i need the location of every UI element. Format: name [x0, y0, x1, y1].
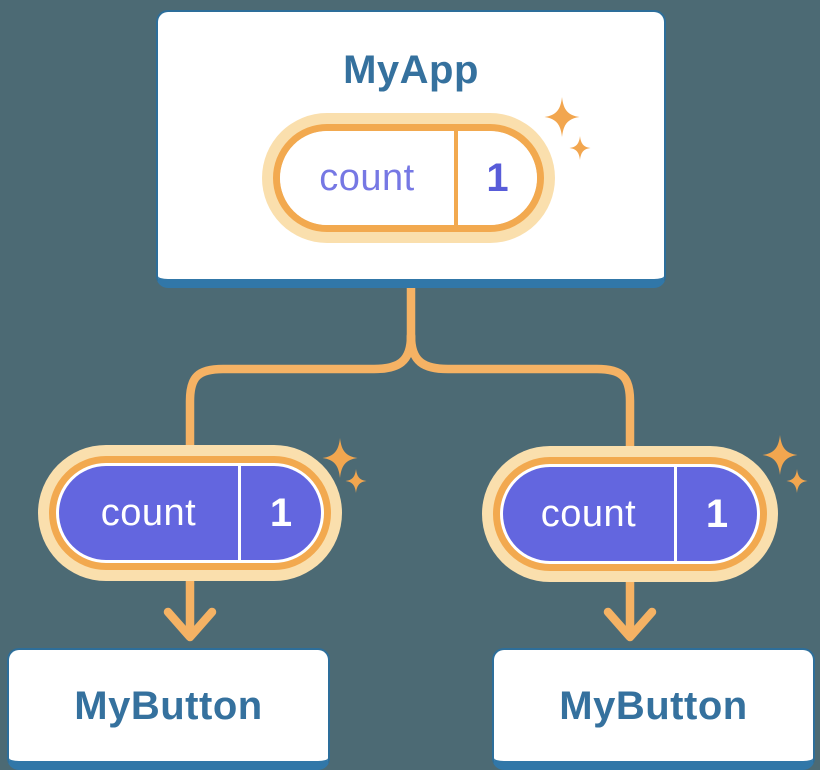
sparkle-icon [345, 469, 367, 493]
component-title: MyButton [74, 683, 263, 728]
mybutton-card-left: MyButton [7, 648, 330, 770]
state-pill-core: count 1 [273, 124, 544, 232]
pill-value: 1 [454, 131, 537, 225]
arrow-down-icon [163, 607, 217, 642]
sparkle-icon [786, 469, 808, 493]
pill-value: 1 [238, 466, 321, 560]
mybutton-card-right: MyButton [492, 648, 815, 770]
component-title: MyButton [559, 683, 748, 728]
props-pill-right: count 1 [482, 446, 778, 582]
sparkle-icon [762, 435, 798, 475]
props-pill-core: count 1 [493, 457, 767, 571]
component-title: MyApp [343, 48, 479, 92]
pill-label: count [100, 491, 197, 534]
pill-label: count [319, 156, 415, 199]
pill-label: count [540, 492, 637, 535]
state-pill: count 1 [262, 113, 555, 243]
props-pill-left: count 1 [38, 445, 342, 581]
arrow-down-icon [603, 607, 657, 642]
pill-value: 1 [674, 467, 757, 561]
props-pill-core: count 1 [49, 456, 331, 570]
